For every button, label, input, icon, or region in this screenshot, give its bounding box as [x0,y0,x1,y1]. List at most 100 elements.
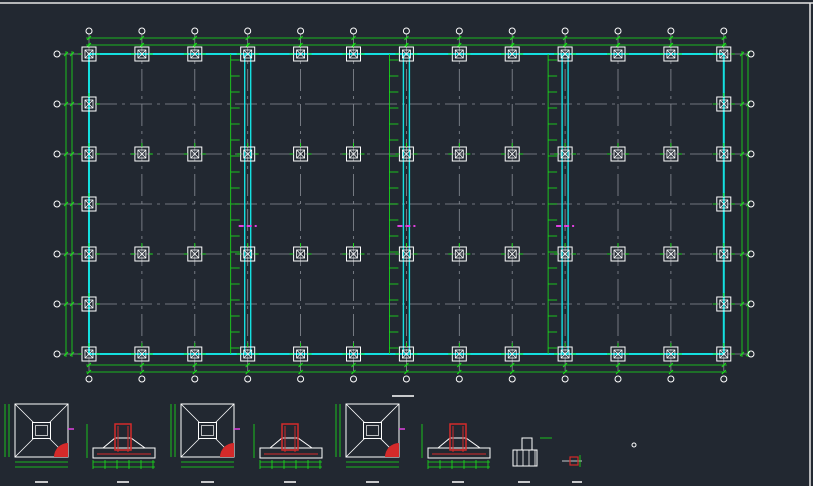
dimension-tick [562,35,568,41]
axis-bubble-right [747,100,755,108]
dimension-tick [245,369,251,375]
column-outline [137,149,147,159]
column-cross [719,199,729,209]
column-cross [349,349,358,359]
axis-bubble-right [747,300,755,308]
column-footing [342,343,365,362]
footing-plan-detail [4,403,74,483]
column-outline [84,299,94,309]
column-outline [666,149,676,159]
dimension-lines [63,35,751,375]
column-footing [712,93,735,112]
axis-bubble-bottom [297,375,305,383]
column-cross [666,249,676,259]
column-cross [190,49,200,59]
column-cross [349,249,358,259]
column-outline [243,149,253,159]
column-cross [137,249,147,259]
column-footing [78,143,100,162]
detail-hatch-corner [220,443,234,457]
column-outline [560,249,570,259]
column-cross [84,249,94,259]
column-footing [236,243,259,262]
column-outline [349,149,358,159]
column-outline [84,49,94,59]
dimension-tick [86,362,92,368]
column-footing [712,193,735,212]
column-outline [84,249,94,259]
column-cross [719,149,729,159]
dimension-tick [456,35,462,41]
dimension-tick [63,101,69,107]
column-footing [659,143,682,162]
dimension-tick [615,35,621,41]
small-cap-detail [512,437,552,483]
axis-bubble-right [747,50,755,58]
axis-bubble-bottom [244,375,252,383]
column-outline [190,49,200,59]
section-footing-slope [436,437,482,449]
axis-bubble-bottom [720,375,728,383]
column-outline [719,49,729,59]
stray-point-marker [631,442,637,448]
column-outline [719,99,729,109]
dimension-tick [739,201,745,207]
detail-hatch-corner [54,443,68,457]
column-outline [401,149,411,159]
column-cross [243,349,252,359]
dimension-tick [69,201,75,207]
column-cross [296,349,305,359]
dimension-tick [456,369,462,375]
column-footing [289,143,312,162]
dimension-tick [63,51,69,57]
axis-bubble-top [191,27,199,35]
column-cross [84,299,94,309]
column-cross [719,299,729,309]
column-footing [289,43,312,62]
column-cross [613,249,623,259]
dimension-tick [668,362,674,368]
column-outline [666,49,676,59]
column-footing [607,243,629,262]
column-footing [342,243,365,262]
column-footing [712,343,735,362]
column-footing [78,343,100,362]
axis-bubble-bottom [561,375,569,383]
axis-bubble-left [53,100,61,108]
column-footing [183,143,206,162]
column-outline [296,349,306,359]
column-cross [719,49,729,59]
column-outline [613,149,623,159]
dimension-tick [721,369,727,375]
dimension-tick [351,362,356,368]
axis-bubble-top [614,27,622,35]
column-outline [613,49,623,59]
column-cross [455,49,464,59]
footing-section-detail [253,423,323,483]
column-outline [719,249,729,259]
column-outline [719,299,729,309]
column-footing [395,243,418,262]
column-outline [454,49,464,59]
axis-bubble-bottom [614,375,622,383]
column-outline [243,49,253,59]
column-footing [289,243,312,262]
dimension-tick [562,369,568,375]
column-cross [243,249,252,259]
column-footing [289,343,312,362]
column-cross [613,149,623,159]
column-cross [719,249,729,259]
axis-bubble-top [138,27,146,35]
dimension-tick [509,362,515,368]
column-outline [137,349,147,359]
column-footing [712,293,735,312]
column-cross [666,149,676,159]
column-outline [507,149,517,159]
column-outline [401,249,411,259]
column-footing [554,43,577,62]
column-cross [507,49,517,59]
column-cross [84,49,94,59]
